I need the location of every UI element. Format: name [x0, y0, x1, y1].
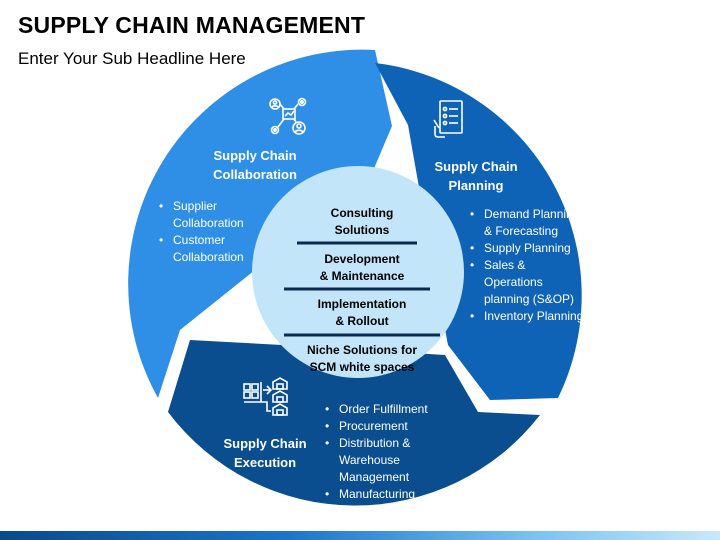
page-subtitle: Enter Your Sub Headline Here: [18, 49, 246, 68]
bullet-item: Distribution & Warehouse Management: [323, 435, 451, 486]
segment-planning-title: Supply Chain Planning: [434, 159, 518, 193]
bullet-item: Supplier Collaboration: [157, 198, 269, 232]
center-item-consulting: Consulting Solutions: [330, 206, 394, 237]
segment-collaboration-title: Supply Chain Collaboration: [213, 148, 297, 182]
segment-execution-bullets: Order Fulfillment Procurement Distributi…: [323, 401, 451, 503]
bullet-item: Order Fulfillment: [323, 401, 451, 418]
bullet-item: Inventory Planning: [468, 308, 584, 325]
bullet-item: Manufacturing: [323, 486, 451, 503]
segment-collaboration-bullets: Supplier Collaboration Customer Collabor…: [157, 198, 269, 266]
segment-planning-bullets: Demand Planning & Forecasting Supply Pla…: [468, 206, 584, 325]
segment-execution-title: Supply Chain Execution: [223, 436, 307, 470]
warehouse-boxes-icon: [243, 377, 288, 416]
center-item-niche-solutions: Niche Solutions for SCM white spaces: [306, 343, 417, 374]
bullet-item: Sales & Operations planning (S&OP): [468, 257, 584, 308]
bullet-item: Procurement: [323, 418, 451, 435]
center-item-implementation: Implementation & Rollout: [317, 297, 407, 328]
team-network-gears-icon: [269, 97, 307, 135]
bottom-accent-bar: [0, 531, 720, 540]
checklist-clipboard-icon: [433, 100, 463, 138]
bullet-item: Demand Planning & Forecasting: [468, 206, 584, 240]
center-circle: [252, 166, 464, 378]
bullet-item: Supply Planning: [468, 240, 584, 257]
center-item-development: Development & Maintenance: [319, 252, 405, 283]
bullet-item: Customer Collaboration: [157, 232, 269, 266]
page-title: SUPPLY CHAIN MANAGEMENT: [18, 12, 366, 38]
